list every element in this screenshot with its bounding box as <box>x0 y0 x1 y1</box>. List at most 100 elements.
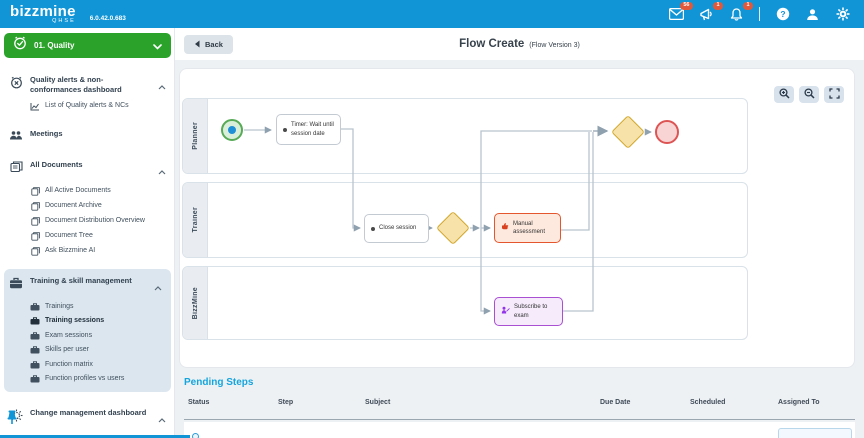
sidebar-item-label: Skills per user <box>45 346 89 354</box>
announcements-button[interactable]: 1 <box>699 1 723 22</box>
briefcase-icon <box>30 374 40 383</box>
user-button[interactable] <box>805 7 820 22</box>
envelope-icon <box>669 8 684 20</box>
task-subscribe-exam[interactable]: Subscribe to exam <box>494 297 563 326</box>
logo-text: bizzmine <box>10 3 76 21</box>
sidebar-item-function-profiles-vs-users[interactable]: Function profiles vs users <box>4 371 171 385</box>
zoom-in-button[interactable] <box>774 86 794 103</box>
column-header-due-date[interactable]: Due Date <box>600 399 631 406</box>
zoom-in-icon <box>778 86 790 104</box>
megaphone-icon <box>699 8 714 21</box>
document-icon <box>30 231 40 241</box>
pending-steps-title: Pending Steps <box>184 377 254 388</box>
announcements-badge: 1 <box>712 1 723 10</box>
column-header-step[interactable]: Step <box>278 399 294 406</box>
sidebar-item-document-archive[interactable]: Document Archive <box>0 198 175 213</box>
status-icon <box>192 433 199 438</box>
swimlane-trainer: Trainer <box>182 182 748 258</box>
notifications-button[interactable]: 1 <box>729 1 753 22</box>
back-button[interactable]: Back <box>184 35 233 54</box>
sidebar-item-change-management-dashboard[interactable]: Change management dashboard <box>0 403 175 431</box>
column-header-scheduled[interactable]: Scheduled <box>690 399 726 406</box>
manual-assessment-icon <box>501 222 509 233</box>
content-topbar: Back Flow Create (Flow Version 3) <box>175 28 864 60</box>
alarm-check-icon <box>13 36 27 55</box>
briefcase-icon <box>9 276 23 289</box>
page-title: Flow Create <box>459 38 525 50</box>
sidebar-item-label: Exam sessions <box>45 331 93 339</box>
column-header-assigned-to[interactable]: Assigned To <box>778 399 820 406</box>
step-dot-icon <box>371 226 375 231</box>
workspace-label: 01. Quality <box>34 41 75 50</box>
pin-sidebar-button[interactable] <box>6 410 18 430</box>
fit-view-icon <box>828 86 840 104</box>
step-dot-icon <box>283 127 287 132</box>
briefcase-icon <box>30 316 40 325</box>
sidebar-item-training-skill-management[interactable]: Training & skill management <box>4 271 171 299</box>
subscribe-exam-icon <box>501 306 510 317</box>
sidebar-item-label-active: Training sessions <box>45 317 105 325</box>
table-row[interactable] <box>184 422 855 438</box>
column-header-status[interactable]: Status <box>188 399 210 406</box>
table-divider <box>184 419 855 420</box>
sidebar-bottom-strip <box>0 435 190 438</box>
help-button[interactable]: ? <box>775 7 790 22</box>
sidebar-item-label: Meetings <box>30 129 63 139</box>
notifications-badge: 1 <box>742 1 753 10</box>
sidebar: 01. Quality Quality alerts & non-conform… <box>0 28 175 438</box>
chevron-up-icon <box>158 160 167 180</box>
assigned-to-cell[interactable] <box>778 428 852 438</box>
sidebar-item-function-matrix[interactable]: Function matrix <box>4 357 171 371</box>
fit-view-button[interactable] <box>824 86 844 103</box>
person-icon <box>806 8 819 21</box>
sidebar-item-skills-per-user[interactable]: Skills per user <box>4 343 171 357</box>
sidebar-item-label: Trainings <box>45 302 74 310</box>
briefcase-icon <box>30 302 40 311</box>
workspace-selector[interactable]: 01. Quality <box>4 33 171 58</box>
briefcase-icon <box>30 360 40 369</box>
sidebar-item-label: All Active Documents <box>45 186 111 194</box>
sidebar-item-label: Document Distribution Overview <box>45 216 145 224</box>
sidebar-item-meetings[interactable]: Meetings <box>0 124 175 144</box>
end-event[interactable] <box>655 120 679 144</box>
task-label: Timer: Wait until session date <box>291 122 334 137</box>
task-manual-assessment[interactable]: Manual assessment <box>494 213 561 243</box>
chevron-down-icon <box>153 37 162 55</box>
sidebar-item-trainings[interactable]: Trainings <box>4 299 171 313</box>
task-close-session[interactable]: Close session <box>364 214 429 243</box>
diagram-zoom-controls <box>774 86 844 103</box>
column-header-subject[interactable]: Subject <box>365 399 391 406</box>
page-subtitle: (Flow Version 3) <box>529 41 580 49</box>
sidebar-item-ask-bizzmine-ai[interactable]: Ask Bizzmine AI <box>0 243 175 258</box>
sidebar-item-quality-alerts-dashboard[interactable]: Quality alerts & non-conformances dashbo… <box>0 70 175 98</box>
sidebar-item-all-active-documents[interactable]: All Active Documents <box>0 183 175 198</box>
sidebar-item-document-tree[interactable]: Document Tree <box>0 228 175 243</box>
zoom-out-button[interactable] <box>799 86 819 103</box>
task-label: Subscribe to exam <box>514 304 548 319</box>
start-event[interactable] <box>221 119 243 141</box>
document-icon <box>30 246 40 256</box>
pushpin-icon <box>6 410 18 429</box>
settings-button[interactable] <box>835 7 850 22</box>
sidebar-item-label: Change management dashboard <box>30 407 147 417</box>
sidebar-item-all-documents[interactable]: All Documents <box>0 155 175 183</box>
chevron-up-icon <box>154 276 163 296</box>
chevron-up-icon <box>158 75 167 95</box>
sidebar-item-exam-sessions[interactable]: Exam sessions <box>4 328 171 342</box>
zoom-out-icon <box>803 86 815 104</box>
documents-icon <box>9 160 23 173</box>
header-divider <box>759 7 760 21</box>
sidebar-item-list-quality-alerts[interactable]: List of Quality alerts & NCs <box>0 98 175 113</box>
bizzmine-logo[interactable]: bizzmine QHSE <box>10 4 76 25</box>
start-event-dot <box>228 126 236 134</box>
messages-badge: 56 <box>679 1 693 10</box>
back-label: Back <box>205 40 223 49</box>
task-timer-wait[interactable]: Timer: Wait until session date <box>276 114 341 145</box>
flow-diagram-card: Planner Trainer BizzMine <box>179 68 855 368</box>
sidebar-item-label: List of Quality alerts & NCs <box>45 101 129 109</box>
briefcase-icon <box>30 345 40 354</box>
sidebar-item-training-sessions[interactable]: Training sessions <box>4 314 171 328</box>
sidebar-item-label: Ask Bizzmine AI <box>45 246 96 254</box>
sidebar-item-document-distribution-overview[interactable]: Document Distribution Overview <box>0 213 175 228</box>
messages-button[interactable]: 56 <box>669 1 693 22</box>
